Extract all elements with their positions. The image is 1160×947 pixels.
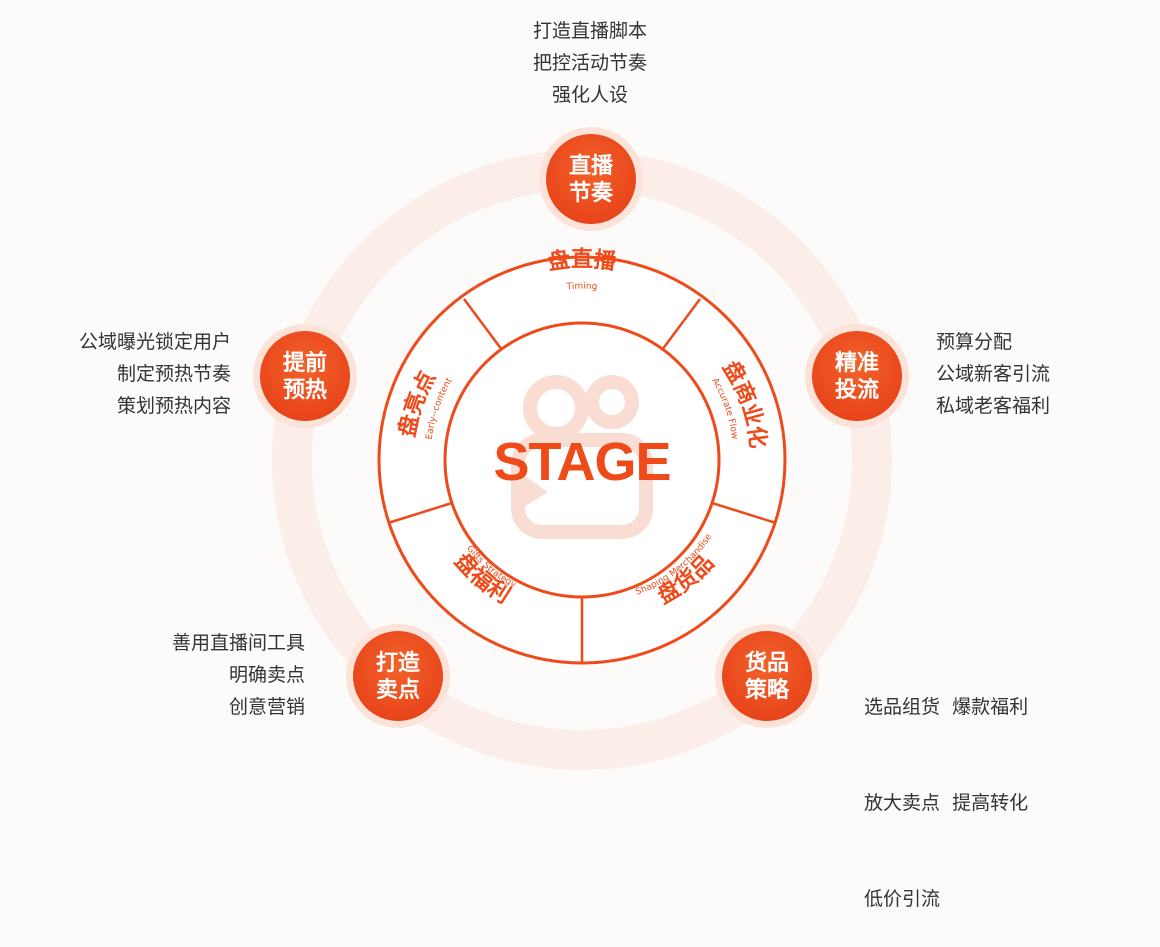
node-top-item: 强化人设 [551,84,628,106]
node-bottom-left-item: 明确卖点 [228,664,305,686]
node-bottom-right-item: 选品组货 爆款福利 [864,696,1029,718]
segment-label-timing-en: Timing [565,282,598,293]
node-bottom-right-item: 低价引流 [864,888,941,910]
node-left: 提前 预热 [253,324,357,428]
segment-label-timing-cn: 盘直播 [546,247,618,276]
stage-diagram: STAGE 盘直播 Timing 盘商业化 Accurate Flow 盘货品 … [253,127,909,770]
node-bottom-right-line1: 货品 [745,650,789,676]
node-right-items: 预算分配 公域新客引流 私域老客福利 [936,326,1050,422]
node-bottom-right-items: 选品组货 爆款福利 放大卖点 提高转化 低价引流 [864,627,1028,947]
center-title: STAGE [493,432,670,492]
node-left-item: 公域曝光锁定用户 [78,331,231,353]
node-left-line1: 提前 [283,350,327,376]
wheel-dividers [387,298,777,663]
node-top: 直播 节奏 [539,127,643,231]
node-top-line1: 直播 [569,153,614,179]
node-bottom-right-line2: 策略 [745,677,790,703]
node-top-item: 把控活动节奏 [532,52,647,74]
node-bottom-left: 打造 卖点 [346,624,450,728]
node-right-line2: 投流 [835,377,879,403]
node-right-item: 预算分配 [936,331,1013,353]
node-right-line1: 精准 [835,350,879,376]
node-left-items: 公域曝光锁定用户 制定预热节奏 策划预热内容 [79,326,231,422]
node-left-item: 制定预热节奏 [116,363,231,385]
node-right-item: 公域新客引流 [936,363,1051,385]
node-left-line2: 预热 [283,377,327,403]
node-right-item: 私域老客福利 [936,395,1051,417]
node-bottom-right: 货品 策略 [715,624,819,728]
node-bottom-left-item: 善用直播间工具 [171,632,305,654]
node-bottom-left-line2: 卖点 [376,677,420,703]
node-bottom-left-item: 创意营销 [228,696,305,718]
node-left-item: 策划预热内容 [116,395,231,417]
node-top-items: 打造直播脚本 把控活动节奏 强化人设 [490,15,690,111]
camera-icon [511,375,653,539]
node-top-item: 打造直播脚本 [532,20,647,42]
node-right: 精准 投流 [805,324,909,428]
node-bottom-left-line1: 打造 [376,651,420,676]
node-top-line2: 节奏 [569,180,614,206]
node-bottom-left-items: 善用直播间工具 明确卖点 创意营销 [172,627,305,723]
